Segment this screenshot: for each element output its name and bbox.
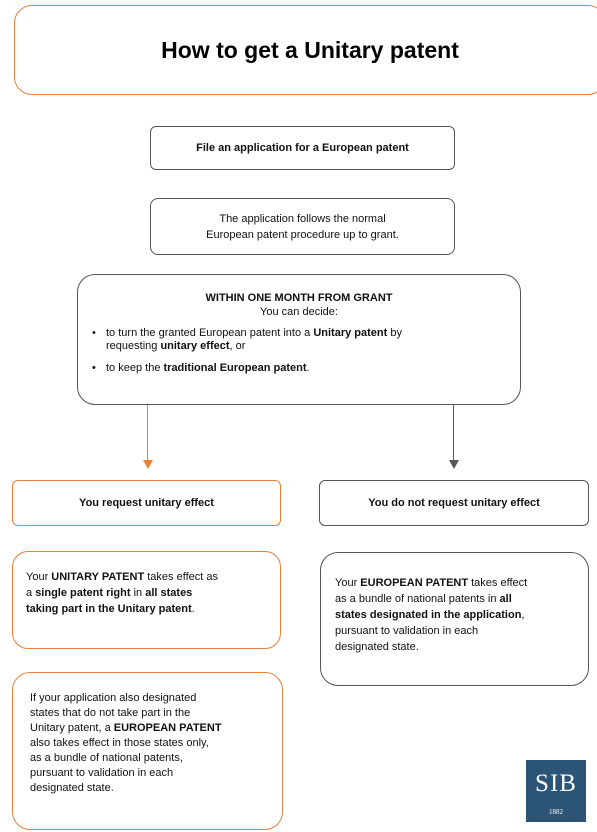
result-european-line4: pursuant to validation in each <box>335 625 479 637</box>
result-unitary-text: Your <box>26 571 52 583</box>
sib-logo-year: 1882 <box>549 808 563 816</box>
step-file-application-text: File an application for a European paten… <box>196 142 409 154</box>
result-european-bold-2: all <box>499 593 512 605</box>
note-line7: designated state. <box>30 782 114 794</box>
note-line1: If your application also designated <box>30 692 197 704</box>
arrow-right-head-icon <box>449 460 459 469</box>
result-european-line2: as a bundle of national patents in all <box>335 591 582 607</box>
result-unitary-bold-2: single patent right <box>35 587 131 599</box>
result-unitary-line3: taking part in the Unitary patent. <box>26 601 280 617</box>
result-unitary-line1: Your UNITARY PATENT takes effect as <box>26 569 280 585</box>
note-bold: EUROPEAN PATENT <box>113 722 222 734</box>
sib-logo-text: SIB <box>535 770 577 797</box>
decision-subheading: You can decide: <box>260 306 338 318</box>
result-european-text-4: , <box>521 609 525 621</box>
option-request-unitary: You request unitary effect <box>12 480 281 526</box>
decision-options: to turn the granted European patent into… <box>78 327 520 375</box>
result-unitary-text-3: a <box>26 587 36 599</box>
sib-logo: SIB 1882 <box>526 760 586 822</box>
decision-option-unitary-text-2: by <box>387 327 402 339</box>
note-other-states: If your application also designated stat… <box>12 672 283 830</box>
arrow-left-head-icon <box>143 460 153 469</box>
result-unitary-bold-4: taking part in the Unitary patent <box>26 603 192 615</box>
result-unitary-bold: UNITARY PATENT <box>51 571 145 583</box>
option-no-unitary: You do not request unitary effect <box>319 480 589 526</box>
page-title: How to get a Unitary patent <box>161 36 459 63</box>
decision-option-traditional-bold: traditional European patent <box>163 362 307 374</box>
decision-option-unitary: to turn the granted European patent into… <box>92 327 520 353</box>
result-european-text-3: as a bundle of national patents in <box>335 593 500 605</box>
decision-option-traditional: to keep the traditional European patent. <box>92 362 520 375</box>
option-no-unitary-label: You do not request unitary effect <box>368 497 540 509</box>
result-european-patent: Your EUROPEAN PATENT takes effect as a b… <box>320 552 589 686</box>
title-box: How to get a Unitary patent <box>14 5 597 95</box>
result-unitary-text-4: in <box>130 587 146 599</box>
decision-heading: WITHIN ONE MONTH FROM GRANT <box>205 292 393 304</box>
result-european-bold-3: states designated in the application <box>335 609 522 621</box>
step-normal-procedure-line2: European patent procedure up to grant. <box>206 228 399 241</box>
result-unitary-patent: Your UNITARY PATENT takes effect as a si… <box>12 551 281 649</box>
decision-box: WITHIN ONE MONTH FROM GRANT You can deci… <box>77 274 521 405</box>
result-unitary-line2: a single patent right in all states <box>26 585 280 601</box>
arrow-right-line <box>453 405 454 461</box>
result-unitary-text-5: . <box>191 603 195 615</box>
note-line5: as a bundle of national patents, <box>30 752 183 764</box>
step-normal-procedure: The application follows the normal Europ… <box>150 198 455 255</box>
decision-option-traditional-text: to keep the <box>106 362 164 374</box>
decision-option-unitary-bold-2: unitary effect <box>160 340 230 352</box>
decision-option-unitary-text-4: , or <box>229 340 246 352</box>
result-european-text-2: takes effect <box>468 577 528 589</box>
decision-option-unitary-text-3: requesting <box>106 340 161 352</box>
result-european-line1: Your EUROPEAN PATENT takes effect <box>335 575 582 591</box>
result-european-text: Your <box>335 577 361 589</box>
note-line2: states that do not take part in the <box>30 707 191 719</box>
note-line6: pursuant to validation in each <box>30 767 174 779</box>
option-request-unitary-label: You request unitary effect <box>79 497 214 509</box>
result-unitary-text-2: takes effect as <box>144 571 218 583</box>
result-european-line3: states designated in the application, <box>335 607 582 623</box>
note-line3: Unitary patent, a EUROPEAN PATENT <box>30 721 274 736</box>
decision-option-unitary-bold: Unitary patent <box>313 327 388 339</box>
arrow-left-line <box>147 405 148 461</box>
step-file-application: File an application for a European paten… <box>150 126 455 170</box>
result-european-line5: designated state. <box>335 641 419 653</box>
result-unitary-bold-3: all states <box>145 587 193 599</box>
decision-option-unitary-text: to turn the granted European patent into… <box>106 327 314 339</box>
note-line4: also takes effect in those states only, <box>30 737 209 749</box>
result-european-bold: EUROPEAN PATENT <box>360 577 469 589</box>
step-normal-procedure-line1: The application follows the normal <box>219 212 386 225</box>
decision-option-traditional-text-2: . <box>306 362 310 374</box>
note-text: Unitary patent, a <box>30 722 114 734</box>
